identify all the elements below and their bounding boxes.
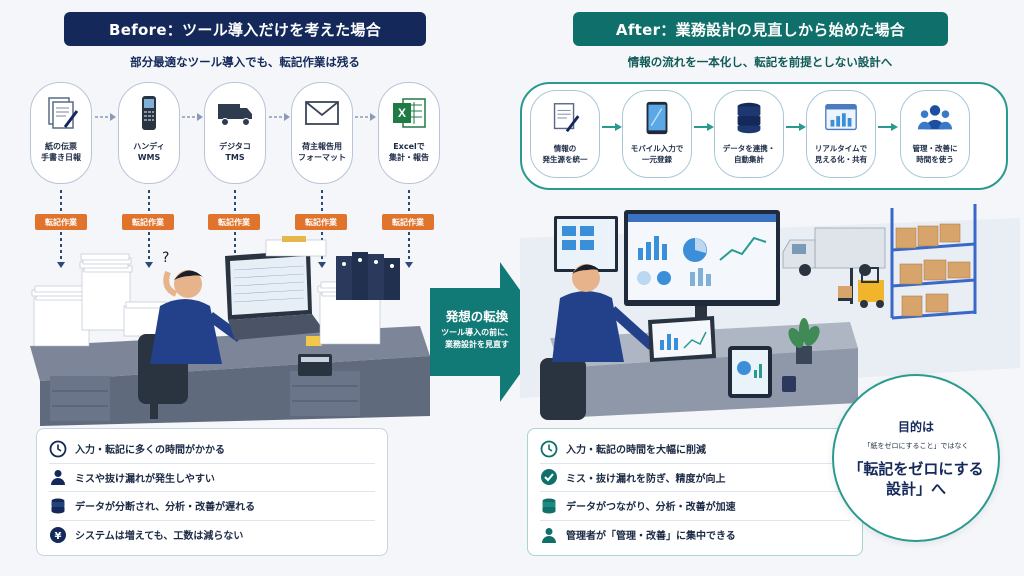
arrow-right-icon	[355, 113, 376, 121]
before-step-label: Excelで 集計・報告	[389, 142, 429, 162]
arrow-down-icon	[145, 262, 153, 268]
yen-icon: ¥	[50, 526, 66, 543]
transcription-tag: 転記作業	[208, 214, 260, 230]
after-benefits-list: 入力・転記の時間を大幅に削減 ミス・抜け漏れを防ぎ、精度が向上 データがつながり…	[527, 428, 863, 556]
list-item: 管理者が「管理・改善」に集中できる	[540, 521, 850, 550]
person-icon	[51, 470, 65, 486]
before-step-tms: デジタコ TMS	[204, 82, 266, 184]
issue-text: データが分断され、分析・改善が遅れる	[75, 502, 256, 514]
clock-icon	[49, 440, 67, 458]
after-office-illustration	[520, 204, 1020, 420]
database-icon	[51, 498, 65, 514]
arrow-right-icon	[786, 123, 806, 131]
purpose-note: 「紙をゼロにすること」ではなく	[863, 441, 969, 450]
paradigm-shift-text: 発想の転換 ツール導入の前に、 業務設計を見直す	[432, 306, 522, 351]
after-step-label: 情報の 発生源を統一	[542, 144, 588, 164]
before-step-paper: 紙の伝票 手書き日報	[30, 82, 92, 184]
list-item: ¥ システムは増えても、工数は減らない	[49, 521, 375, 550]
benefit-text: ミス・抜け漏れを防ぎ、精度が向上	[566, 473, 726, 485]
check-circle-icon	[541, 469, 557, 486]
arrow-right-icon	[95, 113, 116, 121]
list-item: ミスや抜け漏れが発生しやすい	[49, 464, 375, 492]
after-step-label: データを連携・ 自動集計	[722, 144, 776, 164]
svg-text:?: ?	[162, 250, 169, 266]
connector-line	[148, 190, 150, 212]
database-icon	[542, 498, 556, 514]
connector-line	[408, 232, 410, 262]
before-step-label: デジタコ TMS	[219, 142, 251, 162]
paradigm-shift-title: 発想の転換	[445, 309, 509, 324]
list-item: ミス・抜け漏れを防ぎ、精度が向上	[540, 464, 850, 492]
before-step-label: 荷主報告用 フォーマット	[298, 142, 346, 162]
excel-icon: X	[393, 98, 426, 128]
envelope-icon	[305, 101, 339, 125]
handheld-scanner-icon	[142, 96, 156, 130]
connector-line	[408, 190, 410, 212]
arrow-down-icon	[405, 262, 413, 268]
after-step-manage: 管理・改善に 時間を使う	[900, 90, 970, 178]
benefit-text: 管理者が「管理・改善」に集中できる	[566, 531, 736, 543]
purpose-main: 「転記をゼロにする 設計」へ	[848, 459, 984, 498]
svg-text:X: X	[398, 106, 406, 120]
connector-line	[234, 190, 236, 212]
issue-text: システムは増えても、工数は減らない	[75, 531, 244, 543]
arrow-right-icon	[602, 123, 622, 131]
before-step-format: 荷主報告用 フォーマット	[291, 82, 353, 184]
purpose-heading: 目的は	[897, 419, 934, 434]
arrow-right-icon	[182, 113, 203, 121]
before-title: Before：ツール導入だけを考えた場合	[64, 12, 426, 46]
before-issues-list: 入力・転記に多くの時間がかかる ミスや抜け漏れが発生しやすい データが分断され、…	[36, 428, 388, 556]
after-step-visualize: リアルタイムで 見える化・共有	[806, 90, 876, 178]
paradigm-shift-desc: ツール導入の前に、 業務設計を見直す	[441, 328, 513, 349]
tablet-icon	[646, 101, 668, 135]
connector-line	[60, 232, 62, 262]
dashboard-chart-icon	[825, 104, 857, 131]
svg-text:¥: ¥	[55, 531, 62, 542]
after-title: After：業務設計の見直しから始めた場合	[573, 12, 948, 46]
team-icon	[917, 105, 953, 130]
arrow-right-icon	[694, 123, 714, 131]
before-step-handy: ハンディ WMS	[118, 82, 180, 184]
after-step-mobile: モバイル入力で 一元登録	[622, 90, 692, 178]
list-item: データがつながり、分析・改善が加速	[540, 492, 850, 521]
before-step-label: 紙の伝票 手書き日報	[41, 142, 81, 162]
connector-line	[321, 190, 323, 212]
after-step-label: モバイル入力で 一元登録	[630, 144, 684, 164]
benefit-text: データがつながり、分析・改善が加速	[566, 502, 736, 514]
list-item: データが分断され、分析・改善が遅れる	[49, 492, 375, 521]
list-item: 入力・転記の時間を大幅に削減	[540, 435, 850, 464]
arrow-down-icon	[57, 262, 65, 268]
connector-line	[148, 232, 150, 262]
document-pen-icon	[553, 103, 580, 133]
paper-document-icon	[48, 97, 79, 129]
before-step-excel: X Excelで 集計・報告	[378, 82, 440, 184]
person-icon	[542, 527, 556, 543]
connector-line	[234, 232, 236, 262]
issue-text: ミスや抜け漏れが発生しやすい	[75, 473, 215, 485]
connector-line	[60, 190, 62, 212]
after-step-label: 管理・改善に 時間を使う	[912, 144, 958, 164]
arrow-down-icon	[318, 262, 326, 268]
after-step-label: リアルタイムで 見える化・共有	[814, 144, 868, 164]
arrow-right-icon	[878, 123, 898, 131]
issue-text: 入力・転記に多くの時間がかかる	[75, 445, 225, 457]
purpose-circle: 目的は 「紙をゼロにすること」ではなく 「転記をゼロにする 設計」へ	[832, 374, 1000, 542]
transcription-tag: 転記作業	[35, 214, 87, 230]
transcription-tag: 転記作業	[382, 214, 434, 230]
after-subtitle: 情報の流れを一本化し、転記を前提としない設計へ	[627, 55, 893, 69]
arrow-right-icon	[269, 113, 290, 121]
truck-icon	[218, 104, 252, 126]
after-step-integrate: データを連携・ 自動集計	[714, 90, 784, 178]
database-icon	[737, 102, 761, 134]
clock-icon	[540, 440, 558, 458]
benefit-text: 入力・転記の時間を大幅に削減	[566, 445, 706, 457]
after-step-unify: 情報の 発生源を統一	[530, 90, 600, 178]
before-subtitle: 部分最適なツール導入でも、転記作業は残る	[130, 55, 360, 69]
list-item: 入力・転記に多くの時間がかかる	[49, 435, 375, 464]
transcription-tag: 転記作業	[122, 214, 174, 230]
before-step-label: ハンディ WMS	[133, 142, 165, 162]
transcription-tag: 転記作業	[295, 214, 347, 230]
before-office-illustration: ?	[30, 236, 430, 426]
